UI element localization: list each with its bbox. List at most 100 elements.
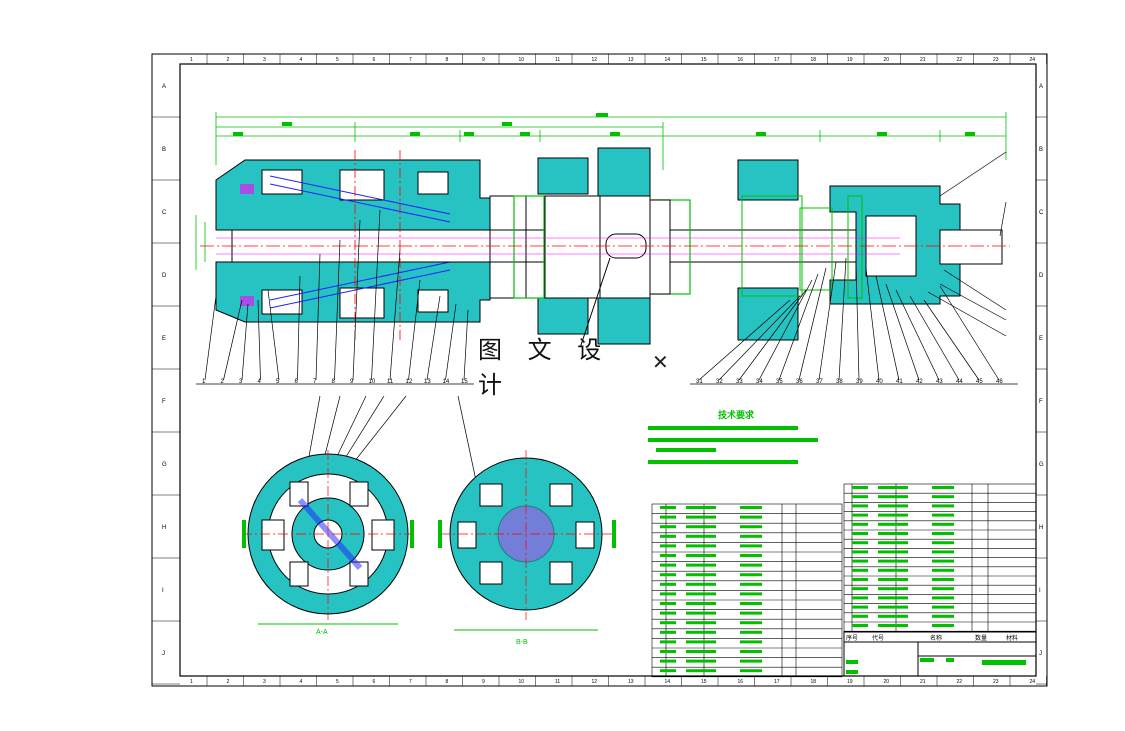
table-cell (686, 515, 716, 519)
border-number: 6 (373, 57, 376, 63)
table-cell (660, 640, 676, 644)
table-cell (852, 614, 868, 618)
table-cell (878, 550, 908, 554)
table-cell (686, 534, 716, 538)
watermark-banner: 图 文 设 计 (478, 336, 648, 399)
border-number: 18 (811, 57, 817, 63)
balloon-number: 33 (736, 379, 743, 385)
balloon-number: 6 (295, 379, 299, 385)
border-number: 22 (957, 57, 963, 63)
balloon-number: 13 (424, 379, 431, 385)
balloon-number: 2 (221, 379, 225, 385)
table-cell (932, 513, 954, 517)
table-cell (660, 534, 676, 538)
table-cell (932, 550, 954, 554)
border-number: 10 (519, 57, 525, 63)
table-cell (660, 506, 676, 509)
border-number: 9 (482, 57, 485, 63)
table-cell (686, 525, 716, 529)
balloon-number: 43 (936, 379, 943, 385)
table-cell (932, 568, 954, 572)
table-cell (878, 495, 908, 499)
balloon-number: 12 (406, 379, 413, 385)
balloon-number: 45 (976, 379, 983, 385)
table-cell (932, 614, 954, 618)
watermark-text: 图 文 设 计 (478, 336, 611, 399)
table-cell (932, 541, 954, 545)
border-letter: J (1039, 651, 1042, 657)
balloon-number: 32 (716, 379, 723, 385)
section-view-b-b (438, 450, 616, 631)
border-number: 18 (811, 679, 817, 685)
table-cell (686, 592, 716, 596)
table-cell (740, 534, 762, 538)
border-number: 3 (263, 57, 266, 63)
table-cell (740, 544, 762, 548)
section-labels: A-A B-B (316, 629, 528, 646)
center-lines (200, 150, 1010, 340)
balloon-number: 39 (856, 379, 863, 385)
table-cell (878, 559, 908, 563)
right-callouts (927, 151, 1007, 337)
border-number: 24 (1030, 679, 1036, 685)
table-cell (932, 522, 954, 526)
table-cell (852, 550, 868, 554)
border-number: 16 (738, 679, 744, 685)
border-number: 11 (555, 679, 560, 685)
border-number: 7 (409, 679, 412, 685)
table-cell (878, 587, 908, 591)
table-cell (852, 522, 868, 526)
table-cell (740, 630, 762, 634)
border-number: 14 (665, 57, 671, 63)
table-cell (932, 605, 954, 609)
table-cell (932, 559, 954, 563)
border-number: 4 (300, 679, 303, 685)
border-number: 12 (592, 57, 598, 63)
table-cell (686, 640, 716, 644)
table-cell (852, 605, 868, 609)
table-cell (740, 669, 762, 673)
parts-list-table-right (843, 483, 1037, 632)
table-cell (932, 532, 954, 535)
border-number: 19 (847, 679, 853, 685)
section-label-b-b: B-B (516, 639, 528, 646)
border-letter: F (162, 399, 166, 405)
table-cell (660, 592, 676, 596)
table-cell (932, 495, 954, 499)
border-number: 16 (738, 57, 744, 63)
table-cell (660, 621, 676, 625)
balloon-number: 34 (756, 379, 763, 385)
balloon-number: 9 (350, 379, 354, 385)
border-letter: C (162, 210, 167, 216)
title-header-name: 名称 (930, 634, 942, 642)
border-number: 4 (300, 57, 303, 63)
title-header-material: 材料 (1006, 634, 1018, 642)
close-icon[interactable]: ✕ (652, 350, 669, 374)
border-number: 1 (190, 57, 193, 63)
table-cell (932, 486, 954, 489)
table-cell (852, 541, 868, 545)
border-number: 3 (263, 679, 266, 685)
table-cell (878, 568, 908, 572)
table-cell (740, 525, 762, 529)
table-cell (740, 506, 762, 509)
balloon-number: 40 (876, 379, 883, 385)
table-cell (740, 621, 762, 625)
table-cell (686, 544, 716, 548)
border-letter: J (162, 651, 165, 657)
balloon-number: 11 (387, 379, 394, 385)
border-letter: H (1039, 525, 1043, 531)
title-header-code: 代号 (872, 634, 884, 642)
border-number: 10 (519, 679, 525, 685)
balloon-number: 1 (202, 379, 206, 385)
border-number: 8 (446, 57, 449, 63)
table-cell (660, 602, 676, 605)
table-cell (878, 541, 908, 545)
balloon-number: 41 (896, 379, 903, 385)
border-number: 24 (1030, 57, 1036, 63)
table-cell (852, 578, 868, 581)
title-header-qty: 数量 (975, 634, 987, 642)
